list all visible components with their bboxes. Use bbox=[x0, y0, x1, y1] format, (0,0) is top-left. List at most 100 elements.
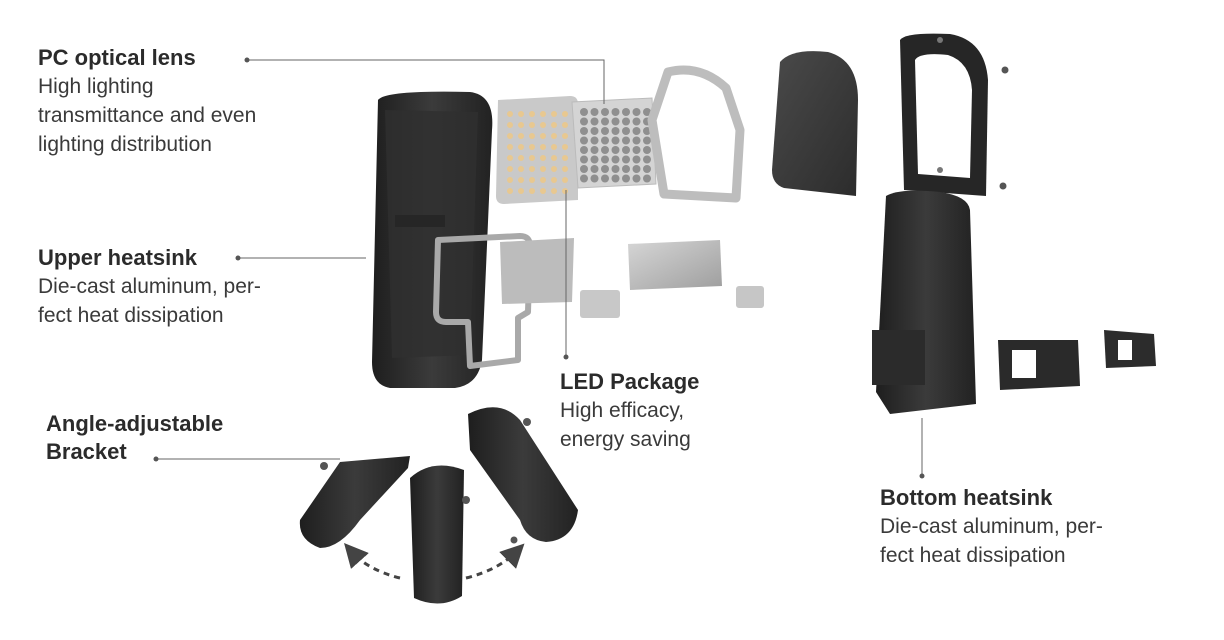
lens-element bbox=[580, 155, 588, 164]
lens-element bbox=[643, 108, 651, 116]
callout-angle-adjustable-bracket: Angle-adjustable Bracket bbox=[46, 410, 223, 466]
bracket-left bbox=[299, 456, 410, 548]
lens-element bbox=[580, 174, 588, 183]
pc-optical-lens bbox=[571, 97, 657, 189]
lens-element bbox=[632, 136, 641, 145]
callout-title: Upper heatsink bbox=[38, 245, 197, 270]
led-chip bbox=[551, 111, 557, 117]
led-chip bbox=[562, 155, 568, 161]
lens-element bbox=[632, 155, 641, 164]
led-chip bbox=[529, 155, 535, 161]
gasket-ring bbox=[647, 65, 745, 203]
lens-element bbox=[632, 165, 641, 173]
lens-element bbox=[590, 146, 599, 154]
callout-desc-line: lighting distribution bbox=[38, 133, 212, 156]
bottom-clamp bbox=[998, 340, 1080, 390]
led-chip bbox=[529, 188, 535, 194]
led-chip bbox=[507, 133, 513, 139]
led-chip bbox=[562, 133, 568, 139]
led-chip bbox=[529, 133, 535, 139]
led-chip bbox=[529, 122, 535, 128]
lens-element bbox=[632, 108, 641, 116]
bracket-right bbox=[468, 407, 578, 544]
lens-element bbox=[590, 117, 599, 126]
callout-title-line: Bracket bbox=[46, 439, 127, 464]
lens-element bbox=[622, 165, 630, 173]
leader-lines bbox=[156, 59, 923, 476]
callout-desc: Die-cast aluminum, per- fect heat dissip… bbox=[880, 512, 1103, 570]
lens-element bbox=[622, 108, 630, 116]
lens-element bbox=[622, 174, 630, 183]
lens-element bbox=[590, 174, 599, 183]
lens-element bbox=[601, 127, 609, 135]
led-chip bbox=[540, 133, 546, 139]
callout-title: LED Package bbox=[560, 369, 700, 394]
led-chip bbox=[551, 133, 557, 139]
led-chip bbox=[518, 188, 524, 194]
led-chip bbox=[551, 177, 557, 183]
callout-title-line: Angle-adjustable bbox=[46, 411, 224, 436]
lens-element bbox=[643, 165, 651, 173]
callout-desc-line: energy saving bbox=[560, 428, 691, 451]
lens-element bbox=[590, 155, 599, 164]
led-chip bbox=[540, 111, 546, 117]
lens-element bbox=[643, 136, 651, 145]
led-chip bbox=[507, 188, 513, 194]
lens-element bbox=[580, 127, 588, 135]
lens-element bbox=[611, 146, 620, 154]
lens-element bbox=[590, 127, 599, 135]
lens-element bbox=[601, 174, 609, 183]
led-chip bbox=[529, 177, 535, 183]
lens-element bbox=[601, 136, 609, 145]
callout-title: PC optical lens bbox=[38, 45, 196, 70]
led-chip bbox=[518, 111, 524, 117]
led-chip bbox=[562, 166, 568, 172]
callout-desc: Die-cast aluminum, per- fect heat dissip… bbox=[38, 272, 261, 330]
bottom-clip bbox=[1104, 330, 1156, 368]
lens-element bbox=[580, 117, 588, 126]
led-chip bbox=[562, 111, 568, 117]
callout-desc-line: Die-cast aluminum, per- bbox=[880, 515, 1103, 538]
lens-element bbox=[611, 165, 620, 173]
led-chip bbox=[551, 166, 557, 172]
led-chip bbox=[518, 166, 524, 172]
callout-desc-line: Die-cast aluminum, per- bbox=[38, 275, 261, 298]
callout-desc-line: fect heat dissipation bbox=[880, 544, 1066, 567]
led-chip bbox=[529, 111, 535, 117]
callout-desc-line: fect heat dissipation bbox=[38, 304, 224, 327]
led-chip bbox=[518, 144, 524, 150]
led-chip bbox=[507, 122, 513, 128]
leader-dots bbox=[153, 57, 925, 479]
lens-element bbox=[632, 146, 641, 154]
callout-title: Bottom heatsink bbox=[880, 485, 1053, 510]
lens-element bbox=[611, 136, 620, 145]
lens-element bbox=[611, 174, 620, 183]
callout-desc-line: transmittance and even bbox=[38, 104, 257, 127]
led-chip bbox=[551, 188, 557, 194]
lens-element bbox=[643, 174, 651, 183]
led-chip bbox=[507, 166, 513, 172]
led-chip bbox=[529, 166, 535, 172]
lens-element bbox=[601, 117, 609, 126]
lens-cover bbox=[772, 51, 858, 196]
lens-element bbox=[580, 165, 588, 173]
lens-element bbox=[643, 146, 651, 154]
callout-desc: High lighting transmittance and even lig… bbox=[38, 72, 256, 159]
lens-element bbox=[632, 117, 641, 126]
led-chip bbox=[562, 122, 568, 128]
driver-box bbox=[628, 240, 764, 308]
led-chip bbox=[540, 188, 546, 194]
led-chip bbox=[540, 155, 546, 161]
led-chip bbox=[507, 177, 513, 183]
lens-element bbox=[632, 127, 641, 135]
led-chip bbox=[551, 155, 557, 161]
led-chip bbox=[540, 166, 546, 172]
rotation-arrows bbox=[344, 543, 525, 580]
lens-element bbox=[622, 127, 630, 135]
lens-element bbox=[622, 136, 630, 145]
led-chip bbox=[562, 188, 568, 194]
led-chip bbox=[551, 144, 557, 150]
upper-heatsink-housing bbox=[372, 91, 493, 389]
lens-element bbox=[590, 108, 599, 116]
